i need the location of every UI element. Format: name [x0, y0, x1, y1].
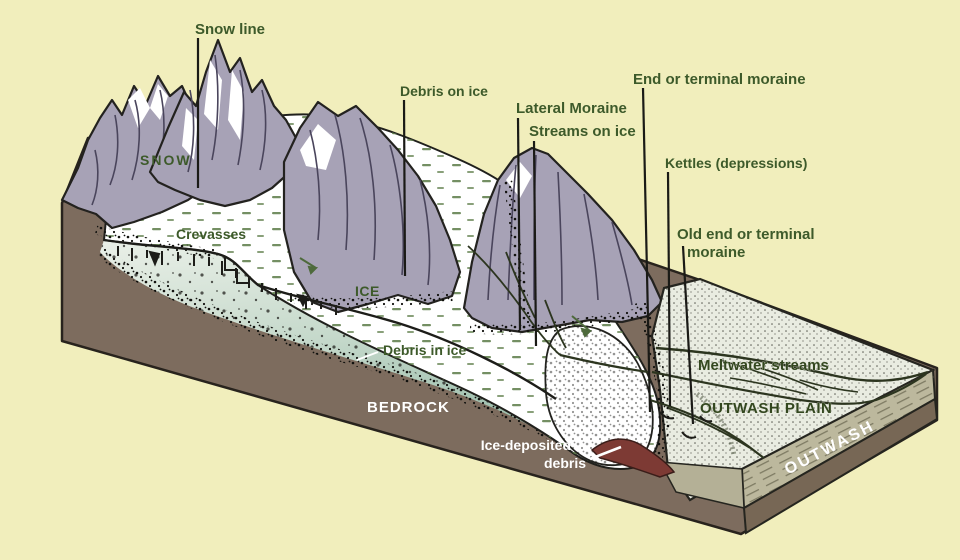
stream-on-ice-3 — [544, 299, 567, 349]
label-bedrock: BEDROCK — [367, 399, 450, 416]
outwash-block — [650, 277, 939, 535]
label-kettles: Kettles (depressions) — [665, 155, 807, 171]
toe-stipple — [545, 325, 653, 466]
stream-on-ice-2 — [505, 251, 536, 319]
label-crevasses: Crevasses — [176, 226, 246, 242]
streams — [467, 245, 929, 459]
stream-on-ice-1 — [467, 245, 561, 356]
label-old-end-moraine-1: Old end or terminal — [677, 226, 815, 243]
ice-deposited-debris-leader — [589, 445, 622, 461]
outwash-plain-stipple — [652, 279, 933, 500]
braided-stream-3 — [649, 398, 765, 459]
crevasse-marks — [103, 238, 557, 400]
lateral-moraine-leader — [516, 117, 522, 331]
label-meltwater-streams: Meltwater streams — [698, 357, 829, 374]
ice-face-top-edge — [103, 238, 557, 400]
label-old-end-moraine-2: moraine — [687, 244, 745, 261]
label-outwash-plain: OUTWASH PLAIN — [700, 400, 832, 417]
label-snow-line: Snow line — [195, 21, 265, 38]
label-streams-on-ice: Streams on ice — [529, 123, 636, 140]
braided-stream-4 — [667, 407, 751, 449]
ice-flow-arrows — [299, 257, 592, 338]
label-lateral-moraine: Lateral Moraine — [516, 100, 627, 117]
right-mountain-base-moraine — [469, 307, 647, 335]
ice-deposited-debris-patch — [590, 438, 676, 478]
label-ice-deposited-2: debris — [544, 455, 586, 471]
label-ice: ICE — [355, 283, 380, 299]
kettle-depressions — [659, 411, 713, 439]
meltwater-outlet — [559, 353, 649, 374]
label-snow: SNOW — [140, 152, 192, 168]
glacier-toe — [544, 300, 737, 477]
ice-face-dots — [100, 240, 594, 457]
braided-stream-2 — [651, 370, 927, 405]
label-debris-in-ice: Debris in ice — [383, 342, 466, 358]
label-ice-deposited-1: Ice-deposited — [481, 437, 571, 453]
label-debris-on-ice: Debris on ice — [400, 83, 488, 99]
debris-in-ice-leader — [356, 351, 379, 361]
label-end-moraine: End or terminal moraine — [633, 71, 806, 88]
outwash-front-left-strip — [658, 461, 745, 509]
bedrock-front-face — [742, 397, 939, 535]
old-end-moraine-leader — [681, 245, 695, 425]
end-moraine-leader — [641, 87, 652, 413]
mountains — [60, 38, 664, 334]
streams-on-ice-leader — [532, 140, 538, 347]
old-end-moraine-ridge — [695, 391, 737, 457]
labels: Snow line SNOW Crevasses Debris on ice L… — [140, 21, 878, 478]
kettles-leader — [666, 171, 672, 407]
leader-lines — [196, 38, 695, 461]
debris-on-ice-leader — [402, 99, 407, 277]
braided-stream-1 — [655, 346, 929, 382]
central-peaks — [148, 38, 304, 208]
